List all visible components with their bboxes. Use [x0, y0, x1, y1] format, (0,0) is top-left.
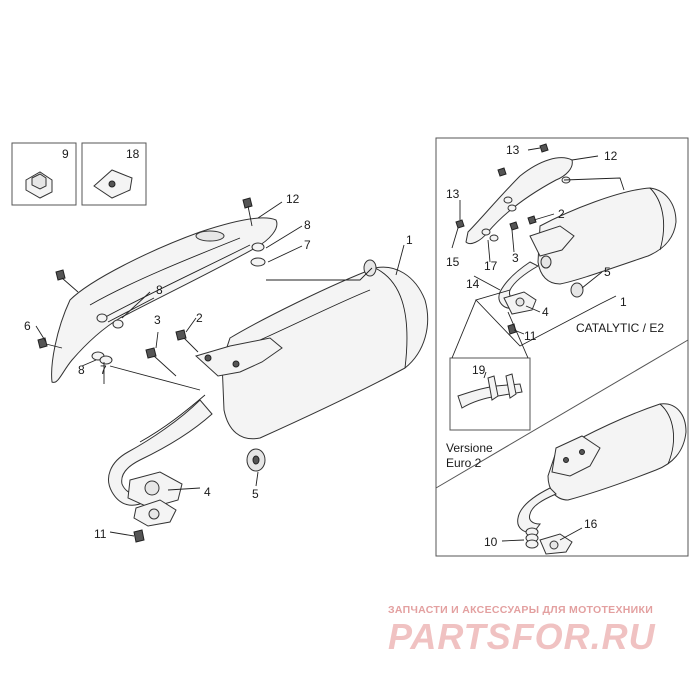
callout-14: 14	[466, 277, 480, 291]
callout-7: 7	[304, 238, 311, 252]
watermark-brand: PARTSFOR.RU	[388, 616, 656, 657]
main-assembly	[37, 197, 429, 543]
callout-6: 6	[24, 319, 31, 333]
main-leader-lines	[35, 201, 405, 537]
note-catalytic-e2: CATALYTIC / E2	[576, 321, 664, 335]
catalytic-leader-lines	[451, 147, 625, 347]
callout-8: 8	[304, 218, 311, 232]
callout-5: 5	[252, 487, 259, 501]
callout-13: 13	[506, 143, 520, 157]
callout-17: 17	[484, 259, 498, 273]
frame-diagonal	[435, 339, 689, 489]
note-versione: Versione	[446, 441, 493, 455]
callout-2b: 2	[558, 207, 565, 221]
callout-9: 9	[62, 147, 69, 161]
part-box-9: 9	[11, 142, 77, 206]
callout-16: 16	[584, 517, 598, 531]
callout-4: 4	[204, 485, 211, 499]
callout-13b: 13	[446, 187, 460, 201]
watermark-tagline: ЗАПЧАСТИ И АКСЕССУАРЫ ДЛЯ МОТОТЕХНИКИ	[388, 604, 654, 616]
callout-18: 18	[126, 147, 140, 161]
callout-10: 10	[484, 535, 498, 549]
callout-1: 1	[406, 233, 413, 247]
catalytic-assembly	[455, 143, 677, 335]
callout-8c: 8	[78, 363, 85, 377]
callout-4b: 4	[542, 305, 549, 319]
leader-16	[559, 527, 583, 541]
callout-3b: 3	[512, 251, 519, 265]
euro2-inset: 19	[449, 299, 531, 431]
part-box-18: 18	[81, 142, 147, 206]
callout-7b: 7	[100, 363, 107, 377]
lower-variant-assembly	[517, 403, 687, 555]
leader-10	[501, 539, 525, 542]
callout-1b: 1	[620, 295, 627, 309]
variants-frame	[435, 137, 689, 557]
callout-12b: 12	[604, 149, 618, 163]
callout-3: 3	[154, 313, 161, 327]
callout-11b: 11	[524, 329, 537, 343]
muffler-body	[221, 266, 429, 440]
callout-19: 19	[472, 363, 486, 377]
note-euro2: Euro 2	[446, 456, 482, 470]
callout-11: 11	[94, 527, 107, 541]
callout-8b: 8	[156, 283, 163, 297]
callout-12: 12	[286, 192, 300, 206]
callout-15: 15	[446, 255, 460, 269]
callout-2: 2	[196, 311, 203, 325]
callout-5b: 5	[604, 265, 611, 279]
